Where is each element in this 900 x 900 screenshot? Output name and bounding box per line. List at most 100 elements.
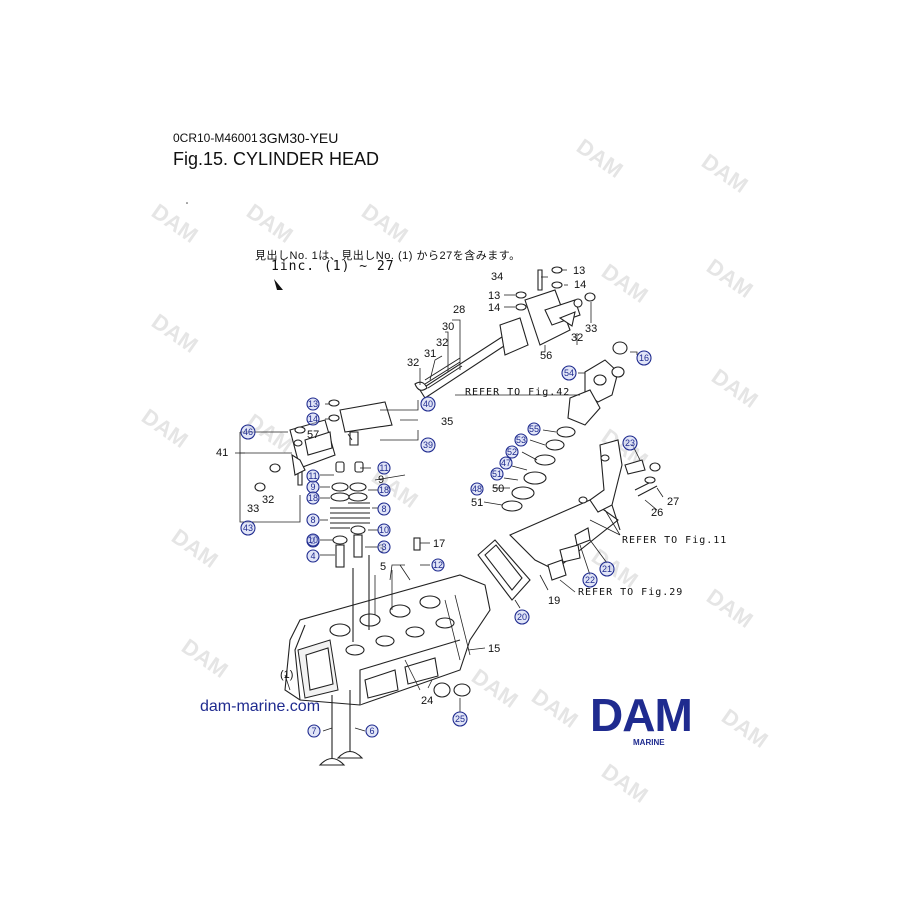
callout-12[interactable]: 12 [431, 558, 445, 572]
label-35: 35 [441, 416, 453, 428]
watermark: DAM [702, 584, 757, 633]
svg-text:13: 13 [308, 399, 318, 409]
svg-text:18: 18 [308, 493, 318, 503]
callout-51[interactable]: 51 [490, 467, 504, 481]
watermark: DAM [597, 759, 652, 808]
callout-4[interactable]: 4 [306, 549, 320, 563]
refer-fig11[interactable]: REFER TO Fig.11 [622, 535, 728, 546]
watermark: DAM [597, 259, 652, 308]
label-30: 30 [442, 321, 454, 333]
callout-48[interactable]: 48 [470, 482, 484, 496]
callout-54[interactable]: 54 [561, 365, 577, 381]
callout-10b[interactable]: 10 [377, 523, 391, 537]
svg-text:20: 20 [517, 612, 527, 622]
callout-40[interactable]: 40 [420, 396, 436, 412]
svg-text:10: 10 [379, 525, 389, 535]
svg-text:16: 16 [639, 353, 649, 363]
callout-9[interactable]: 9 [306, 480, 320, 494]
svg-text:8: 8 [381, 504, 386, 514]
watermark: DAM [702, 254, 757, 303]
valve-spring-stack [330, 461, 421, 568]
svg-text:7: 7 [311, 726, 316, 736]
label-28: 28 [453, 304, 465, 316]
svg-text:52: 52 [507, 447, 517, 457]
watermark: DAM [467, 664, 522, 713]
manifold-and-gasket [399, 439, 661, 698]
watermark: DAM [242, 199, 297, 248]
label-32b: 32 [407, 357, 419, 369]
label-57: 57 [307, 429, 319, 441]
label-32a: 32 [436, 337, 448, 349]
svg-text:51: 51 [492, 469, 502, 479]
callout-8b[interactable]: 8 [377, 502, 391, 516]
callout-14[interactable]: 14 [306, 412, 320, 426]
svg-text:55: 55 [529, 424, 539, 434]
svg-text:21: 21 [602, 564, 612, 574]
logo-text: DAM [590, 689, 693, 741]
website-link[interactable]: dam-marine.com [200, 698, 321, 715]
watermark: DAM [717, 704, 772, 753]
note-inc: 1inc. (1) ~ 27 [271, 259, 395, 274]
watermark: DAM [177, 634, 232, 683]
svg-text:39: 39 [423, 440, 433, 450]
callout-47[interactable]: 47 [499, 456, 513, 470]
callout-46[interactable]: 46 [240, 424, 256, 440]
rocker-assembly-left [254, 399, 393, 492]
svg-text:18: 18 [379, 485, 389, 495]
watermark: DAM [357, 199, 412, 248]
refer-fig29[interactable]: REFER TO Fig.29 [578, 587, 684, 598]
callout-18b[interactable]: 18 [377, 483, 391, 497]
svg-text:23: 23 [625, 438, 635, 448]
logo-subtitle: MARINE [633, 738, 665, 747]
callout-13[interactable]: 13 [306, 397, 320, 411]
svg-text:47: 47 [501, 458, 511, 468]
label-17: 17 [433, 538, 445, 550]
callout-43[interactable]: 43 [240, 520, 256, 536]
svg-text:10: 10 [308, 535, 318, 545]
callout-18a[interactable]: 18 [306, 491, 320, 505]
cylinder-head-block [284, 555, 491, 706]
svg-text:4: 4 [310, 551, 315, 561]
label-24: 24 [421, 695, 433, 707]
label-50: 50 [492, 483, 504, 495]
svg-text:11: 11 [308, 471, 317, 481]
refer-fig42[interactable]: REFER TO Fig.42 [465, 387, 571, 398]
watermark: DAM [137, 404, 192, 453]
callout-16[interactable]: 16 [636, 350, 652, 366]
callout-25[interactable]: 25 [452, 711, 468, 727]
callout-20[interactable]: 20 [514, 609, 530, 625]
watermark: DAM [697, 149, 752, 198]
callout-11b[interactable]: 11 [377, 461, 391, 475]
callout-39[interactable]: 39 [420, 437, 436, 453]
svg-text:54: 54 [564, 368, 574, 378]
callout-10a[interactable]: 10 [306, 533, 320, 547]
svg-text:11: 11 [379, 463, 388, 473]
svg-text:25: 25 [455, 714, 465, 724]
callout-52[interactable]: 52 [505, 445, 519, 459]
callout-8a[interactable]: 8 [306, 513, 320, 527]
callout-55[interactable]: 55 [527, 422, 541, 436]
engine-model: 3GM30-YEU [259, 130, 339, 146]
figure-title: Fig.15. CYLINDER HEAD [173, 149, 380, 169]
svg-text:12: 12 [433, 560, 443, 570]
label-1: (1) [280, 669, 293, 681]
label-9: 9 [378, 474, 384, 486]
callout-7[interactable]: 7 [307, 724, 321, 738]
svg-text:14: 14 [308, 414, 318, 424]
watermark: DAM [572, 134, 627, 183]
callout-53[interactable]: 53 [514, 433, 528, 447]
label-41: 41 [216, 447, 228, 459]
pointer-arrow [274, 279, 283, 290]
svg-text:53: 53 [516, 435, 526, 445]
callout-22[interactable]: 22 [582, 572, 598, 588]
watermark: DAM [367, 464, 422, 513]
svg-text:9: 9 [310, 482, 315, 492]
label-34: 34 [491, 271, 503, 283]
callout-11a[interactable]: 11 [306, 469, 320, 483]
callout-6[interactable]: 6 [365, 724, 379, 738]
callout-21[interactable]: 21 [599, 561, 615, 577]
callout-3[interactable]: 3 [377, 540, 391, 554]
svg-text:3: 3 [381, 542, 386, 552]
callout-23[interactable]: 23 [622, 435, 638, 451]
callout-circles: 2 3 4 6 7 8 8 9 10 10 11 11 12 13 14 16 … [240, 350, 652, 738]
